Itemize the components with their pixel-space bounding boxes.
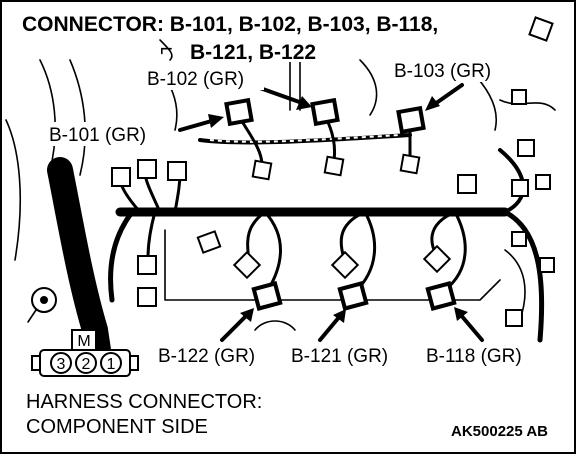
caption-line-1: HARNESS CONNECTOR: [26,391,262,413]
pin-diagram: M 3 2 1 [31,329,139,377]
caption-line-2: COMPONENT SIDE [26,416,208,438]
underline-mark: ⌐ [160,36,173,61]
connector-b103-left [310,97,340,127]
label-b102: B-102 (GR) [147,69,244,90]
pin-2 [75,352,97,374]
pin-3 [50,352,72,374]
title-line-1: CONNECTOR: B-101, B-102, B-103, B-118, [22,13,438,36]
connector-b103 [396,105,426,135]
title-line-2: B-121, B-122 [190,41,316,64]
label-b101: B-101 (GR) [49,125,146,146]
pin-3-label: 3 [57,356,66,373]
connector-b102 [224,97,254,127]
minor-connectors [111,16,555,327]
harness-branch-right [502,209,545,343]
pin-2-label: 2 [82,356,91,373]
connector-b118 [425,281,457,311]
figure-id: AK500225 AB [451,423,548,440]
left-hose-inner [50,160,108,360]
label-b122: B-122 (GR) [158,346,255,367]
label-b118: B-118 (GR) [426,346,522,367]
pin-1 [100,352,122,374]
pin-1-label: 1 [107,356,116,373]
label-b103: B-103 (GR) [394,61,491,82]
ground-terminal [27,287,57,323]
callout-arrows [178,83,484,342]
connector-b122 [251,281,283,311]
harness-branch-left [108,212,133,303]
label-b121: B-121 (GR) [291,346,388,367]
engine-outline [5,39,556,331]
connector-b121 [337,281,369,311]
pin-key-label: M [77,333,90,350]
